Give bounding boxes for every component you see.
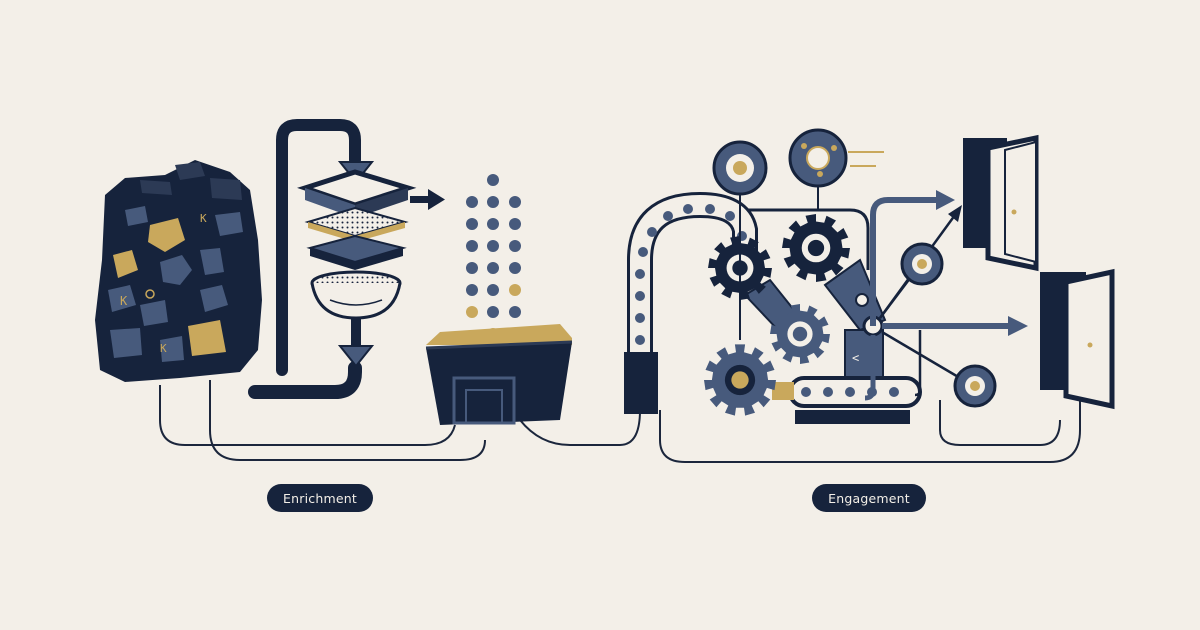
target-node-icon <box>712 140 768 340</box>
svg-text:<: < <box>852 351 859 365</box>
arrow-right-icon <box>1008 316 1028 336</box>
stage-label-enrichment: Enrichment <box>267 484 373 512</box>
stage-label-engagement: Engagement <box>812 484 926 512</box>
data-dots-icon <box>466 174 521 340</box>
target-node-icon <box>953 364 997 408</box>
svg-text:K: K <box>120 294 128 308</box>
conveyor-belt-icon <box>772 376 922 424</box>
gear-icon <box>782 214 850 282</box>
arrow-right-icon <box>948 205 962 222</box>
gear-icon <box>704 344 776 416</box>
arrow-down-icon <box>337 345 375 368</box>
arrow-right-icon <box>936 190 955 210</box>
overhead-pipe <box>276 119 361 376</box>
share-node-icon <box>788 128 884 210</box>
collection-bin-icon <box>425 324 573 425</box>
stage-label-text: Engagement <box>828 490 910 506</box>
svg-text:K: K <box>160 342 167 355</box>
arrow-right-icon <box>428 189 445 210</box>
stage-label-text: Enrichment <box>283 490 357 506</box>
return-pipe <box>248 361 362 399</box>
gear-icon <box>770 304 830 364</box>
target-node-icon <box>900 242 944 286</box>
open-door-icon <box>1040 268 1115 410</box>
sieve-filter-icon <box>297 161 445 368</box>
connector-lines <box>159 380 1081 463</box>
svg-text:K: K <box>200 212 207 225</box>
open-door-icon <box>963 134 1039 272</box>
output-branches <box>864 197 1010 401</box>
ore-rock-icon: K K K <box>95 160 262 382</box>
